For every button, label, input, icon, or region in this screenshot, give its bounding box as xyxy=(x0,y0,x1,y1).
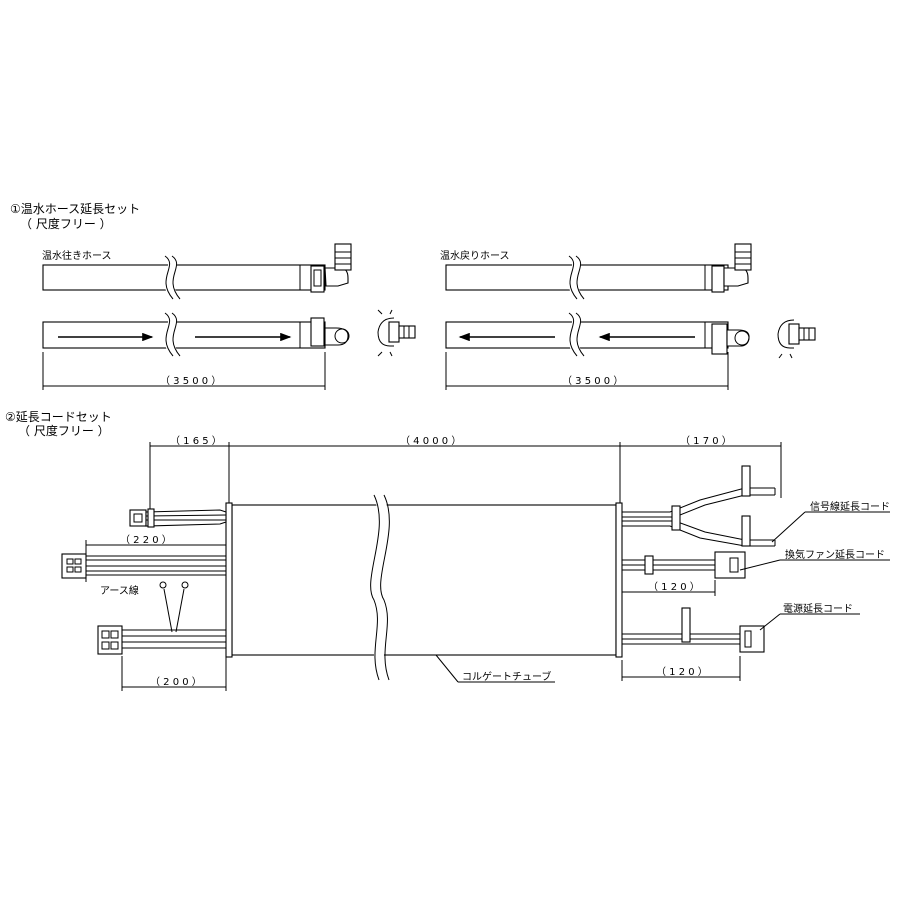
corrugated-tube-label: コルゲートチューブ xyxy=(462,670,551,683)
dim-120a-text: （ 1 2 0 ） xyxy=(648,581,700,593)
corrugated-tube xyxy=(225,492,623,682)
section1-title: ①温水ホース延長セット xyxy=(10,202,140,216)
hose-return-label: 温水戻りホース xyxy=(440,249,510,262)
section1-subtitle: （ 尺度フリー ） xyxy=(20,216,112,231)
dim-170-text: （ 1 7 0 ） xyxy=(680,435,732,447)
dimension-3500-left: （ 3 5 0 0 ） xyxy=(42,352,326,390)
leader-labels: 信号線延長コード 換気ファン延長コード 電源延長コード コルゲートチューブ xyxy=(435,500,890,683)
dim-165-text: （ 1 6 5 ） xyxy=(170,435,222,447)
dim-220-text: （ 2 2 0 ） xyxy=(120,534,172,546)
right-cables: （ 1 2 0 ） （ 1 2 0 ） xyxy=(621,465,776,681)
earth-wire-label: アース線 xyxy=(100,584,139,597)
dim-120b-text: （ 1 2 0 ） xyxy=(656,666,708,678)
hose-out-label: 温水往きホース xyxy=(42,249,112,262)
power-cord-label: 電源延長コード xyxy=(783,602,853,615)
dim-3500-left-text: （ 3 5 0 0 ） xyxy=(160,375,221,387)
dimension-row-top: （ 1 6 5 ） （ 4 0 0 0 ） （ 1 7 0 ） xyxy=(149,435,782,512)
hose-return-bottom xyxy=(445,309,750,359)
fan-cord-label: 換気ファン延長コード xyxy=(785,548,885,561)
hose-out-bottom xyxy=(42,309,350,359)
dimension-3500-right: （ 3 5 0 0 ） xyxy=(445,352,729,390)
signal-cord-label: 信号線延長コード xyxy=(810,500,890,513)
dim-3500-right-text: （ 3 5 0 0 ） xyxy=(562,375,623,387)
section2-subtitle: （ 尺度フリー ） xyxy=(18,423,110,438)
dim-4000-text: （ 4 0 0 0 ） xyxy=(400,435,461,447)
dim-200-text: （ 2 0 0 ） xyxy=(150,676,202,688)
hose-clip-part-right xyxy=(777,319,816,359)
hose-out-top xyxy=(42,243,352,302)
left-cables: （ 2 2 0 ） アース線 （ 2 0 0 ） xyxy=(61,508,227,691)
hose-clip-part xyxy=(377,309,416,357)
section2-title: ②延長コードセット xyxy=(5,410,112,424)
hose-return-top xyxy=(445,243,752,302)
